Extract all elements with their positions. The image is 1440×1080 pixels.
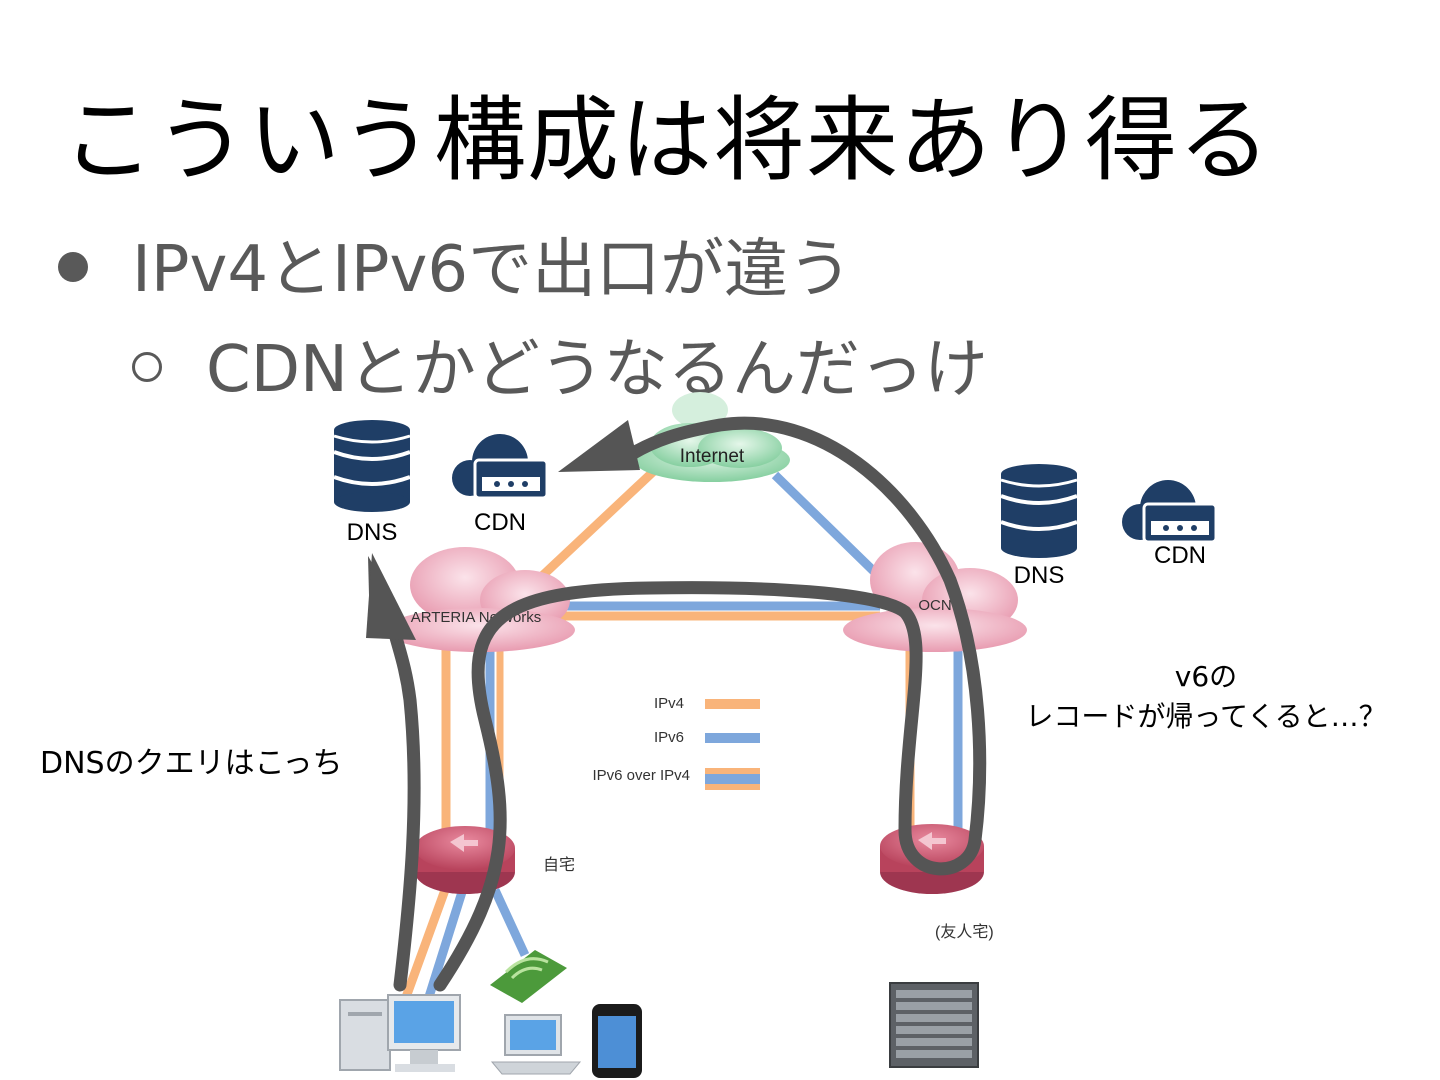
annotation-v6-line1: v6の bbox=[1175, 660, 1237, 693]
legend-swatch-ipv6 bbox=[705, 733, 760, 743]
bullet-ring-icon bbox=[132, 352, 162, 383]
link-home-pc-ipv6 bbox=[423, 890, 467, 1002]
bullet-level2-text: CDNとかどうなるんだっけ bbox=[206, 333, 988, 407]
dns-query-arrow bbox=[366, 553, 421, 992]
bullet-level1-text: IPv4とIPv6で出口が違う bbox=[132, 233, 853, 307]
network-links bbox=[400, 466, 963, 1002]
bullet-level1: IPv4とIPv6で出口が違う bbox=[58, 218, 852, 310]
internet-label: Internet bbox=[680, 446, 745, 467]
left-cdn-cloud-icon bbox=[452, 434, 549, 500]
internet-cloud: Internet bbox=[634, 392, 790, 482]
smartphone-icon bbox=[592, 1004, 642, 1078]
right-dns-label: DNS bbox=[1014, 562, 1065, 589]
bullet-dot-icon bbox=[58, 252, 88, 283]
right-cdn-label: CDN bbox=[1154, 542, 1206, 569]
ocn-label: OCN bbox=[918, 597, 951, 614]
legend-swatch-ipv4 bbox=[705, 699, 760, 709]
slide-title: こういう構成は将来あり得る bbox=[62, 87, 1272, 194]
legend-label-ipv4: IPv4 bbox=[654, 695, 684, 712]
legend-label-ipv6: IPv6 bbox=[654, 729, 684, 746]
link-home-pc-ipv4 bbox=[400, 888, 450, 1002]
link-arteria-internet-ipv4 bbox=[521, 466, 659, 596]
annotation-dns-query: DNSのクエリはこっち bbox=[40, 746, 343, 781]
server-rack-icon bbox=[889, 982, 979, 1068]
desktop-pc-icon bbox=[339, 994, 461, 1072]
left-dns-label: DNS bbox=[347, 519, 398, 546]
legend-label-ipv6-over-ipv4: IPv6 over IPv4 bbox=[592, 767, 690, 784]
laptop-icon bbox=[490, 1014, 582, 1075]
left-cdn-label: CDN bbox=[474, 509, 526, 536]
wifi-access-point-icon bbox=[490, 950, 567, 1003]
legend: IPv4 IPv6 IPv6 over IPv4 bbox=[592, 695, 760, 790]
annotation-v6-line2: レコードが帰ってくると…？ bbox=[1025, 700, 1386, 733]
friend-label: (友人宅) bbox=[935, 923, 994, 941]
bullet-level2: CDNとかどうなるんだっけ bbox=[132, 318, 988, 410]
right-cdn-cloud-icon bbox=[1122, 480, 1218, 544]
left-dns-database-icon bbox=[333, 420, 411, 512]
home-label: 自宅 bbox=[543, 856, 575, 874]
right-dns-database-icon bbox=[1000, 464, 1078, 558]
link-home-wifi-ipv6 bbox=[490, 888, 530, 957]
ipv6-path-arrow bbox=[433, 416, 987, 992]
